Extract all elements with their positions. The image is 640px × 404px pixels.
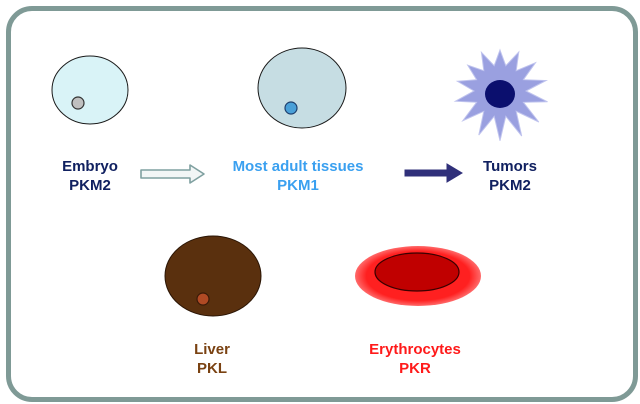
erythrocyte-inner — [374, 252, 460, 292]
embryo-label: Embryo PKM2 — [40, 157, 140, 195]
liver-isoform: PKL — [197, 360, 227, 377]
tumor-isoform: PKM2 — [489, 177, 531, 194]
liver-cell — [164, 235, 262, 317]
adult-name: Most adult tissues — [232, 158, 364, 175]
erythrocytes-label: Erythrocytes PKR — [345, 340, 485, 378]
embryo-nucleus — [71, 96, 85, 110]
adult-cell — [257, 47, 347, 129]
tumor-nucleus — [485, 80, 515, 108]
adult-isoform: PKM1 — [277, 177, 319, 194]
adult-nucleus — [284, 101, 298, 115]
embryo-isoform: PKM2 — [69, 177, 111, 194]
erythrocytes-isoform: PKR — [399, 360, 431, 377]
hollow-arrow — [140, 164, 205, 184]
embryo-name: Embryo — [62, 158, 118, 175]
embryo-cell — [51, 55, 129, 125]
liver-label: Liver PKL — [172, 340, 252, 378]
adult-label: Most adult tissues PKM1 — [208, 157, 388, 195]
tumor-label: Tumors PKM2 — [470, 157, 550, 195]
liver-name: Liver — [194, 341, 230, 358]
erythrocytes-name: Erythrocytes — [369, 341, 461, 358]
liver-nucleus — [196, 292, 210, 306]
solid-arrow — [404, 163, 463, 183]
tumor-name: Tumors — [483, 158, 537, 175]
